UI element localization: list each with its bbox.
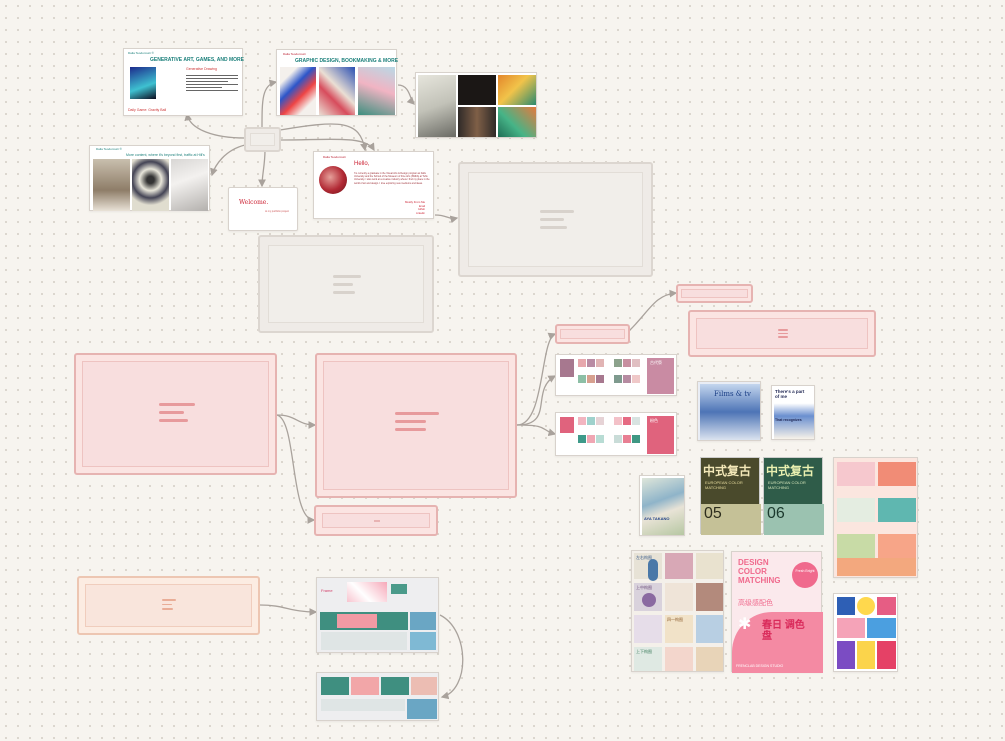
link-email[interactable]: Email [419, 205, 425, 208]
poster-chinese-05[interactable]: 中式复古 EUROPEAN COLOR MATCHING 05 [700, 457, 761, 535]
poster-badge: Fresh Bright [795, 569, 815, 573]
photo-c [171, 159, 208, 211]
design-image-3 [358, 67, 395, 115]
mockup-label: Frame [321, 588, 333, 593]
poster-chinese-06[interactable]: 中式复古 EUROPEAN COLOR MATCHING 06 [763, 457, 824, 535]
poster-cn-title: 高级感配色 [738, 600, 773, 607]
photo-b [132, 159, 169, 211]
poster-takano[interactable]: AYA TAKANO [639, 475, 685, 536]
site-title: GRAPHIC DESIGN, BOOKMAKING & MORE [295, 58, 399, 64]
link-linkedin[interactable]: Linkedin [416, 211, 425, 215]
hello-heading: Hello, [354, 161, 370, 167]
palette-board-vertical[interactable] [833, 457, 918, 578]
text-placeholder-lines [395, 407, 439, 436]
site-thumbnail-generative-art[interactable]: Dalia Teodorovici ® GENERATIVE ART, GAME… [123, 48, 244, 116]
palette-label: 古代祭 [650, 360, 662, 365]
palette-card-bottom[interactable]: 粉色 [555, 412, 677, 456]
hello-sign: Mostly From Me [404, 200, 425, 204]
poster-films-tv[interactable]: Films & tv [697, 381, 761, 441]
poster-part-of-me[interactable]: There's a part of me That recognizes [771, 385, 815, 440]
mockup-board-2[interactable] [316, 672, 439, 721]
site-thumbnail-hello[interactable]: Dalia Teodorovici Hello, I'm currently a… [313, 151, 434, 219]
mockup-board-1[interactable]: Frame [316, 577, 439, 653]
pink-node-b[interactable] [676, 284, 753, 303]
site-brand: Dalia Teodorovici ® [96, 147, 122, 151]
placeholder-card-medium[interactable] [258, 235, 434, 333]
site-thumbnail-photos[interactable]: Dalia Teodorovici ® More content, where … [89, 145, 210, 211]
poster-title: DESIGN COLOR MATCHING [738, 558, 781, 585]
welcome-card[interactable]: Welcome. to my portfolio project [228, 187, 298, 231]
poster-design-color-matching[interactable]: DESIGN COLOR MATCHING Fresh Bright 高级感配色… [731, 551, 823, 673]
pink-card-center[interactable] [315, 353, 517, 498]
section-heading: Generative Drawing [186, 67, 217, 71]
poster-number: 06 [767, 505, 785, 522]
poster-title: There's a part of me [775, 389, 805, 399]
photo-4 [498, 75, 536, 105]
footer-title: Daily Game: Gravity Ball [128, 108, 167, 112]
section-body [186, 73, 238, 93]
pink-card-small-bottom[interactable] [314, 505, 438, 536]
pink-node-a[interactable] [555, 324, 630, 344]
poster-number: 05 [704, 505, 722, 522]
poster-footer: FRENCLAB DESIGN STUDIO [736, 664, 784, 668]
palette-swatch-large [647, 416, 674, 454]
photo-5 [498, 107, 536, 137]
poster-title: AYA TAKANO [644, 516, 670, 521]
placeholder-card-large[interactable] [458, 162, 653, 277]
site-brand: Dalia Teodorovici [323, 155, 346, 159]
link-github[interactable]: Github [417, 208, 425, 212]
poster-cn-subtitle: EUROPEAN COLOR MATCHING [705, 480, 743, 490]
photo-1 [418, 75, 456, 137]
asterisk-icon: ✱ [738, 616, 752, 633]
text-placeholder-lines [333, 270, 361, 299]
peach-card[interactable] [77, 576, 260, 635]
poster-title: Films & tv [714, 390, 752, 398]
photo-a [93, 159, 130, 211]
site-brand: Dalia Teodorovici [283, 52, 306, 56]
poster-subtitle: That recognizes [775, 418, 802, 422]
welcome-title: Welcome. [239, 199, 269, 206]
grid-label: 左右构图 [636, 555, 652, 560]
grid-label: 上中构图 [636, 585, 652, 590]
photo-grid-card[interactable] [415, 72, 537, 138]
hello-body: I'm currently a graduate in the Visual A… [354, 172, 430, 185]
grid-label: 四一构图 [667, 617, 683, 622]
text-placeholder-lines [540, 205, 574, 234]
text-placeholder-lines [159, 398, 195, 427]
site-title: GENERATIVE ART, GAMES, AND MORE [150, 57, 244, 63]
poster-cn-title: 中式复古 [703, 464, 752, 478]
pink-card-left[interactable] [74, 353, 277, 475]
welcome-subtitle: to my portfolio project [265, 210, 289, 213]
palette-label: 粉色 [650, 418, 658, 423]
palette-card-top[interactable]: 古代祭 [555, 354, 677, 396]
generative-art-image [130, 67, 156, 99]
site-title: More content, where it's beyond first, t… [126, 153, 205, 157]
design-image-1 [280, 67, 316, 115]
photo-3 [458, 107, 496, 137]
pink-card-right[interactable] [688, 310, 876, 357]
site-brand: Dalia Teodorovici ® [128, 51, 154, 55]
hub-node[interactable] [244, 127, 281, 152]
design-image-2 [319, 67, 355, 115]
site-thumbnail-graphic-design[interactable]: Dalia Teodorovici GRAPHIC DESIGN, BOOKMA… [276, 49, 399, 116]
poster-cn-subtitle: EUROPEAN COLOR MATCHING [768, 480, 806, 490]
palette-swatch-large [647, 358, 674, 394]
poster-layout-grid[interactable]: 左右构图 上中构图 四一构图 上下构图 [631, 550, 724, 672]
grid-label: 上下构图 [636, 649, 652, 654]
pomegranate-image [319, 166, 347, 194]
poster-cn-subtitle: 春日 调色盘 [762, 620, 805, 642]
text-placeholder-lines [162, 596, 176, 613]
photo-2 [458, 75, 496, 105]
poster-cn-title: 中式复古 [766, 464, 815, 478]
text-placeholder-lines [778, 327, 788, 340]
poster-illustration-collage[interactable] [833, 593, 898, 672]
